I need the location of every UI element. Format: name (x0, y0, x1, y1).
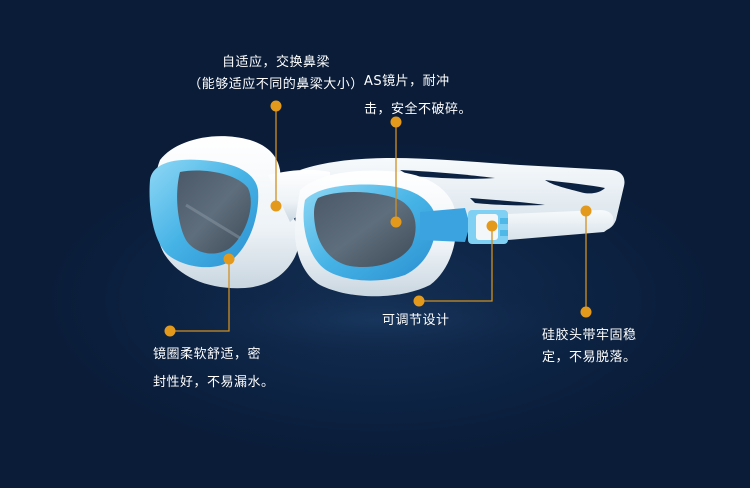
dot-gasket-anchor (223, 253, 235, 265)
dot-strap-end (580, 306, 592, 318)
callout-text: 定，不易脱落。 (542, 350, 637, 365)
callout-lens: AS镜片，耐冲 击，安全不破碎。 (364, 71, 472, 121)
callout-connectors (170, 106, 587, 332)
callout-text: 击，安全不破碎。 (364, 102, 473, 117)
callout-strap: 硅胶头带牢固稳 定，不易脱落。 (542, 325, 637, 369)
dot-nose-top (270, 100, 282, 112)
dot-adjust-anchor (486, 220, 498, 232)
buckle-body (420, 208, 470, 242)
dot-nose-anchor (270, 200, 282, 212)
callout-text: （能够适应不同的鼻梁大小） (188, 77, 364, 92)
callout-nose-bridge: 自适应，交换鼻梁 （能够适应不同的鼻梁大小） (164, 52, 388, 96)
callout-text: 封性好，不易漏水。 (153, 375, 275, 390)
right-lens (314, 192, 416, 268)
callout-text: AS镜片，耐冲 (364, 74, 450, 89)
reflection-shadow (120, 275, 640, 365)
dot-strap-anchor (580, 205, 592, 217)
callout-text: 自适应，交换鼻梁 (221, 55, 330, 70)
dot-lens-top (390, 116, 402, 128)
callout-adjustable: 可调节设计 (382, 310, 450, 332)
dot-lens-anchor (390, 216, 402, 228)
callout-text: 可调节设计 (382, 313, 450, 328)
dot-adjust-end (413, 295, 425, 307)
callout-text: 硅胶头带牢固稳 (542, 328, 637, 343)
callout-gasket: 镜圈柔软舒适，密 封性好，不易漏水。 (153, 344, 275, 394)
callout-dots (164, 100, 592, 337)
dot-gasket-end (164, 325, 176, 337)
callout-text: 镜圈柔软舒适，密 (153, 347, 262, 362)
